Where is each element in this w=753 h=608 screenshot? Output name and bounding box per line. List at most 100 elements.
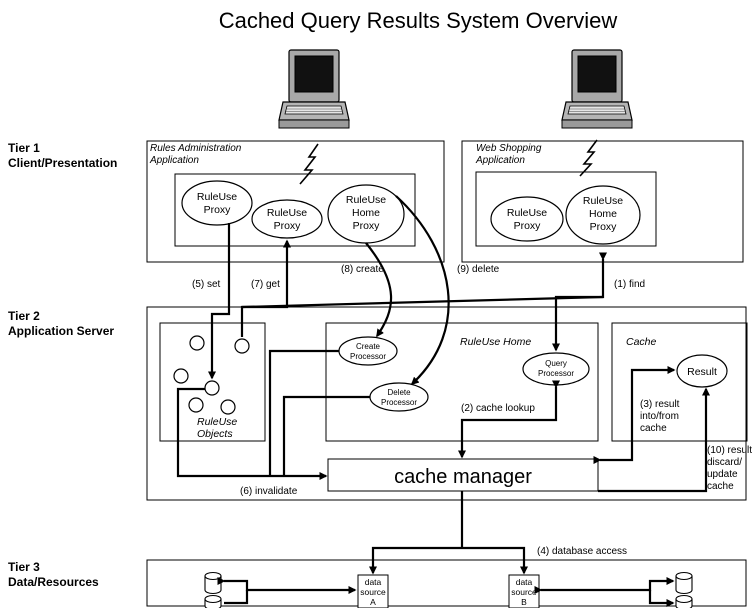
svg-text:Processor: Processor [538, 369, 574, 378]
result-node: Result [676, 354, 728, 388]
db-access-right [462, 546, 528, 575]
delete-arrow [395, 195, 450, 386]
tier-3-label: Tier 3 Data/Resources [8, 560, 99, 589]
set-label: (5) set [192, 279, 221, 290]
svg-text:cache: cache [707, 481, 734, 492]
svg-text:Home: Home [352, 207, 380, 219]
svg-text:discard/: discard/ [707, 457, 742, 468]
database-icon [675, 594, 693, 608]
diagram-title: Cached Query Results System Overview [219, 8, 618, 33]
objects-link-line [241, 295, 604, 309]
ruleuse-objects-label-2: Objects [197, 428, 233, 440]
delete-processor: Delete Processor [369, 382, 429, 412]
cache-lookup-label: (2) cache lookup [461, 403, 535, 414]
web-shopping-app-label-2: Application [475, 155, 525, 166]
svg-text:Proxy: Proxy [204, 204, 232, 216]
ruleuse-objects-label: RuleUse [197, 416, 237, 428]
svg-text:cache: cache [640, 423, 667, 434]
svg-text:Proxy: Proxy [353, 220, 381, 232]
svg-text:(3) result: (3) result [640, 399, 680, 410]
delete-label: (9) delete [457, 264, 500, 275]
svg-text:Query: Query [545, 359, 567, 368]
cache-manager-box [327, 458, 599, 492]
cache-manager-label: cache manager [394, 466, 532, 488]
database-icon [204, 571, 222, 595]
db-link-b1 [534, 577, 675, 594]
svg-text:RuleUse: RuleUse [267, 207, 307, 219]
svg-text:data: data [516, 577, 533, 587]
svg-text:Processor: Processor [350, 352, 386, 361]
svg-text:update: update [707, 469, 738, 480]
svg-text:B: B [521, 597, 527, 607]
svg-text:RuleUse: RuleUse [507, 207, 547, 219]
svg-text:A: A [370, 597, 376, 607]
db-access-left [369, 546, 462, 575]
tier-1-label: Tier 1 Client/Presentation [8, 141, 117, 170]
cache-label: Cache [626, 336, 657, 348]
db-link-a2 [224, 590, 249, 605]
ruleuse-home-proxy-1: RuleUse Home Proxy [327, 184, 405, 244]
rules-admin-app-box [146, 140, 445, 263]
svg-text:Create: Create [356, 342, 381, 351]
db-link-b2 [648, 590, 675, 607]
result-cache-label: (3) result into/from cache [640, 399, 680, 434]
create-label: (8) create [341, 264, 384, 275]
find-arrow [552, 252, 607, 352]
svg-text:Home: Home [589, 208, 617, 220]
svg-text:data: data [365, 577, 382, 587]
object-circles [173, 335, 250, 415]
svg-text:Processor: Processor [381, 398, 417, 407]
lightning-icon [579, 139, 598, 177]
svg-text:source: source [360, 587, 386, 597]
discard-arrow [598, 387, 710, 493]
svg-text:Proxy: Proxy [590, 221, 618, 233]
invalidate-label: (6) invalidate [240, 486, 298, 497]
create-processor: Create Processor [338, 336, 398, 366]
lightning-icon [299, 143, 319, 185]
svg-text:RuleUse: RuleUse [346, 194, 386, 206]
tier-2-label: Tier 2 Application Server [8, 309, 114, 338]
db-access-label: (4) database access [537, 546, 627, 557]
computer-icon [278, 49, 350, 129]
database-icon [204, 594, 222, 608]
get-label: (7) get [251, 279, 280, 290]
svg-text:Proxy: Proxy [274, 220, 302, 232]
svg-text:Tier 2: Tier 2 [8, 309, 40, 323]
invalidate-arrow [176, 470, 328, 480]
web-shopping-app-label: Web Shopping [476, 143, 542, 154]
svg-text:Client/Presentation: Client/Presentation [8, 156, 117, 170]
rules-admin-app-label: Rules Administration [150, 143, 242, 154]
svg-text:Tier 3: Tier 3 [8, 560, 40, 574]
svg-text:Tier 1: Tier 1 [8, 141, 40, 155]
invalidate-line-3 [282, 395, 370, 476]
svg-text:(10) result: (10) result [707, 445, 752, 456]
ruleuse-proxy-3: RuleUse Proxy [490, 196, 564, 242]
invalidate-line-2 [268, 349, 339, 476]
svg-text:Data/Resources: Data/Resources [8, 575, 99, 589]
create-arrow [365, 242, 393, 338]
set-arrow [208, 223, 231, 380]
ruleuse-proxy-1: RuleUse Proxy [181, 180, 253, 226]
svg-text:RuleUse: RuleUse [583, 195, 623, 207]
data-source-a: data source A [357, 574, 389, 608]
find-label: (1) find [614, 279, 645, 290]
data-source-b: data source B [508, 574, 540, 608]
rules-admin-inner-box [174, 173, 416, 247]
tier-3-box [146, 559, 747, 607]
database-icon [675, 571, 693, 595]
query-processor: Query Processor [522, 352, 590, 386]
cache-lookup-arrow [458, 380, 560, 459]
svg-text:Proxy: Proxy [514, 220, 542, 232]
svg-text:Delete: Delete [387, 388, 411, 397]
computer-icon [561, 49, 633, 129]
ruleuse-home-label: RuleUse Home [460, 336, 531, 348]
ruleuse-proxy-2: RuleUse Proxy [251, 199, 323, 239]
rules-admin-app-label-2: Application [149, 155, 199, 166]
svg-text:RuleUse: RuleUse [197, 191, 237, 203]
ruleuse-home-proxy-2: RuleUse Home Proxy [565, 185, 641, 245]
invalidate-line-1 [176, 387, 205, 470]
discard-label: (10) result discard/ update cache [707, 445, 752, 492]
db-link-a1 [217, 577, 357, 594]
svg-text:into/from: into/from [640, 411, 679, 422]
